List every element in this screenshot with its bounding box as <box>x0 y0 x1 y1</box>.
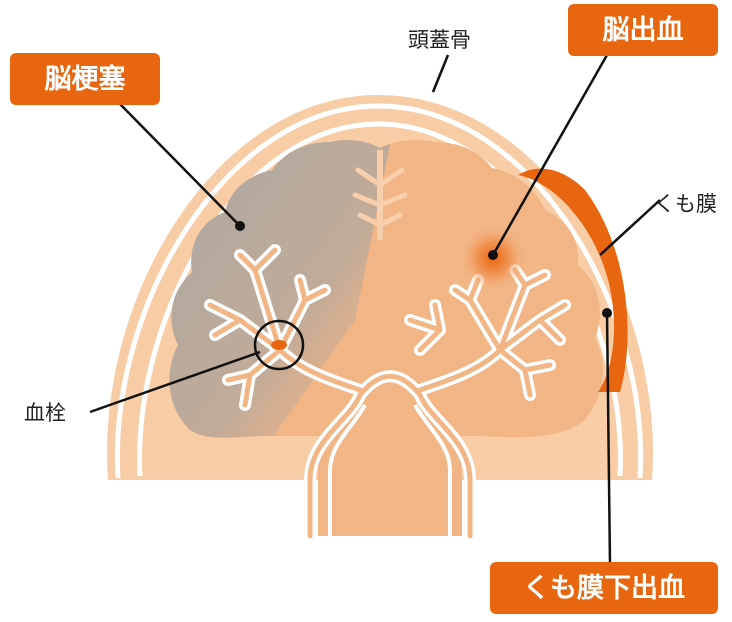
label-arachnoid: くも膜 <box>654 192 717 216</box>
label-infarction: 脳梗塞 <box>10 53 160 105</box>
label-subarachnoid-hemorrhage: くも膜下出血 <box>490 562 718 614</box>
thrombus-circle <box>253 319 305 371</box>
hemorrhage-dot <box>488 250 498 260</box>
label-skull: 頭蓋骨 <box>408 28 471 52</box>
infarction-dot <box>235 221 245 231</box>
subarachnoid-dot <box>602 308 612 318</box>
label-thrombus: 血栓 <box>24 401 66 425</box>
label-hemorrhage: 脳出血 <box>568 4 718 56</box>
thrombus-clot <box>271 340 287 350</box>
